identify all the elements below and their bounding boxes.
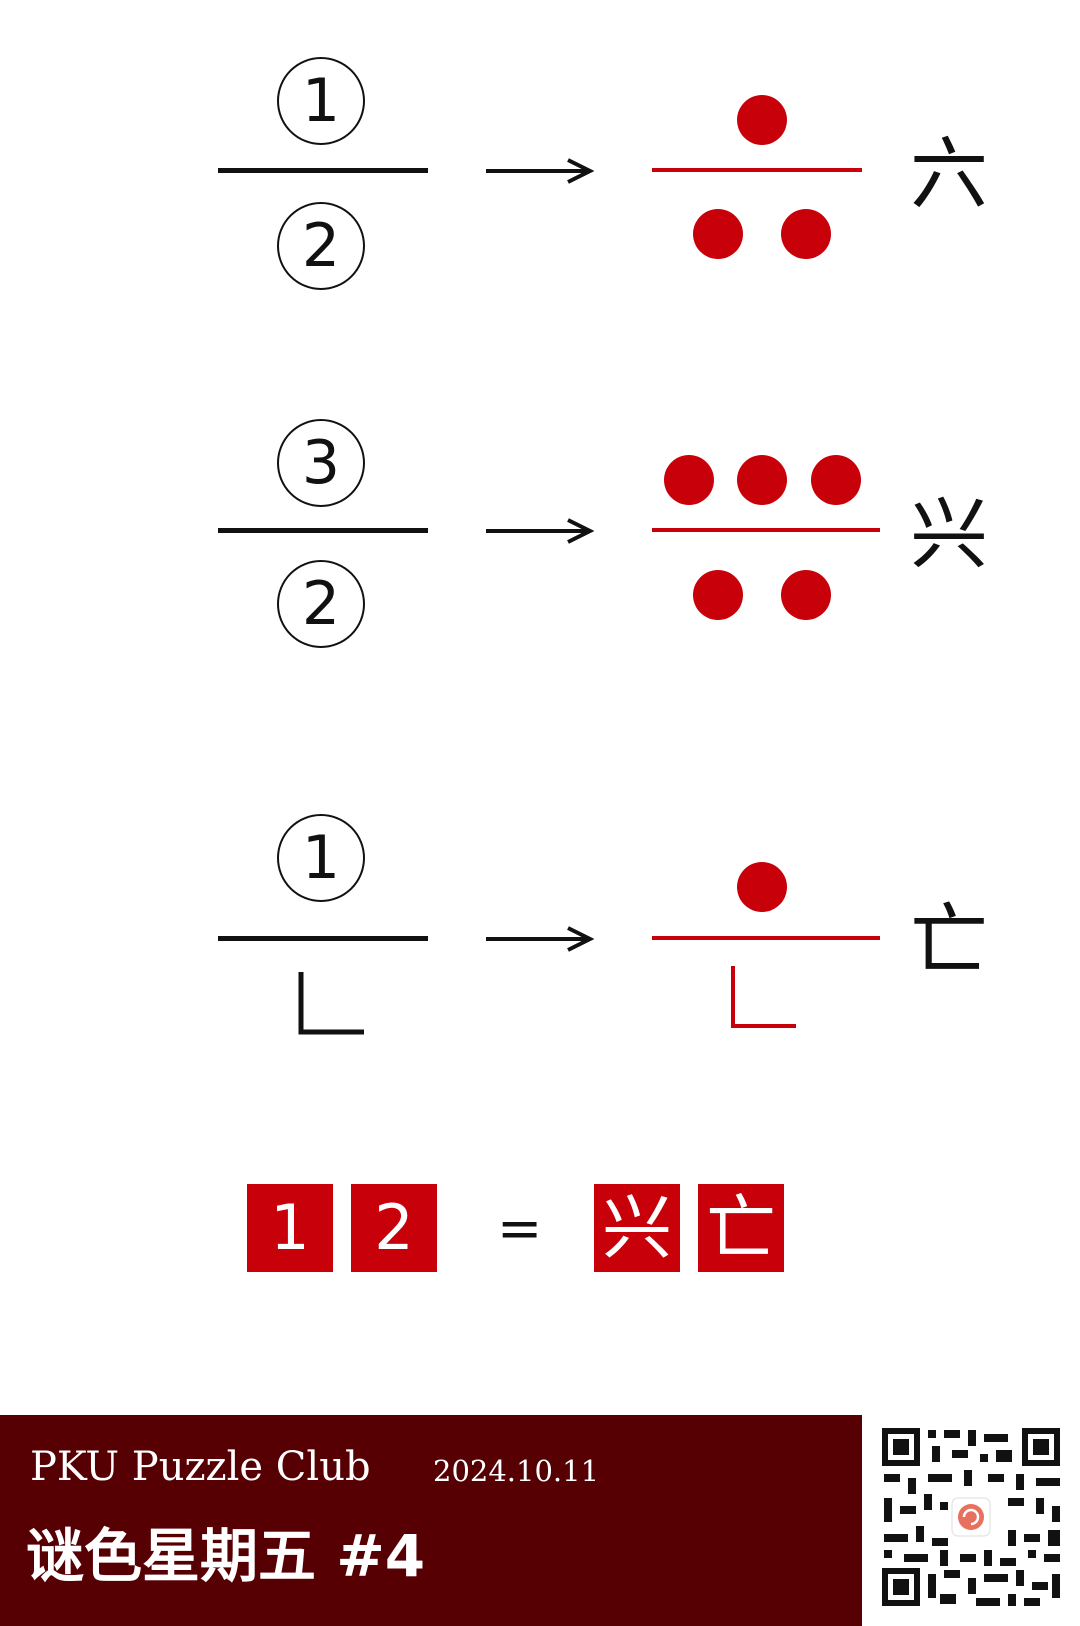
row1-top-dot	[737, 95, 787, 145]
right-arrow-icon	[486, 926, 594, 952]
equation-lhs-box-1: 1	[247, 1184, 333, 1272]
equation-lhs-box-2: 2	[351, 1184, 437, 1272]
row1-fraction-bar	[218, 168, 428, 173]
equation-rhs-box-1: 兴	[594, 1184, 680, 1272]
row1-result-char: 六	[910, 130, 989, 220]
right-arrow-icon	[486, 158, 594, 184]
row1-bottom-number: 2	[301, 211, 341, 281]
row2-top-dot-1	[664, 455, 714, 505]
row2-bottom-dot-left	[693, 570, 743, 620]
puzzle-title: 谜色星期五 #4	[26, 1522, 426, 1590]
row3-result-char: 亡	[910, 896, 989, 986]
row3-top-circle: 1	[277, 814, 365, 902]
row1-bottom-dot-right	[781, 209, 831, 259]
row3-fraction-bar	[218, 936, 428, 941]
row1-bottom-dot-left	[693, 209, 743, 259]
club-name: PKU Puzzle Club	[30, 1444, 371, 1490]
row3-bottom-stroke	[298, 972, 364, 1035]
row3-top-dot	[737, 862, 787, 912]
row3-result-bar	[652, 936, 880, 940]
row2-bottom-dot-right	[781, 570, 831, 620]
row2-top-dot-2	[737, 455, 787, 505]
club-logo-icon	[951, 1497, 991, 1537]
row1-top-circle: 1	[277, 57, 365, 145]
row2-bottom-circle: 2	[277, 560, 365, 648]
row2-top-dot-3	[811, 455, 861, 505]
row2-result-bar	[652, 528, 880, 532]
row2-result-char: 兴	[910, 490, 989, 580]
row2-top-circle: 3	[277, 419, 365, 507]
row3-result-stroke	[731, 966, 796, 1028]
row3-top-number: 1	[301, 823, 341, 893]
row1-top-number: 1	[301, 66, 341, 136]
post-date: 2024.10.11	[433, 1454, 600, 1488]
right-arrow-icon	[486, 518, 594, 544]
row1-bottom-circle: 2	[277, 202, 365, 290]
row2-bottom-number: 2	[301, 569, 341, 639]
footer-banner: PKU Puzzle Club 2024.10.11 谜色星期五 #4	[0, 1415, 862, 1626]
row2-top-number: 3	[301, 428, 341, 498]
qr-code-icon[interactable]	[876, 1422, 1066, 1612]
equation-rhs-box-2: 亡	[698, 1184, 784, 1272]
equals-sign: =	[497, 1197, 543, 1260]
row2-fraction-bar	[218, 528, 428, 533]
row1-result-bar	[652, 168, 862, 172]
